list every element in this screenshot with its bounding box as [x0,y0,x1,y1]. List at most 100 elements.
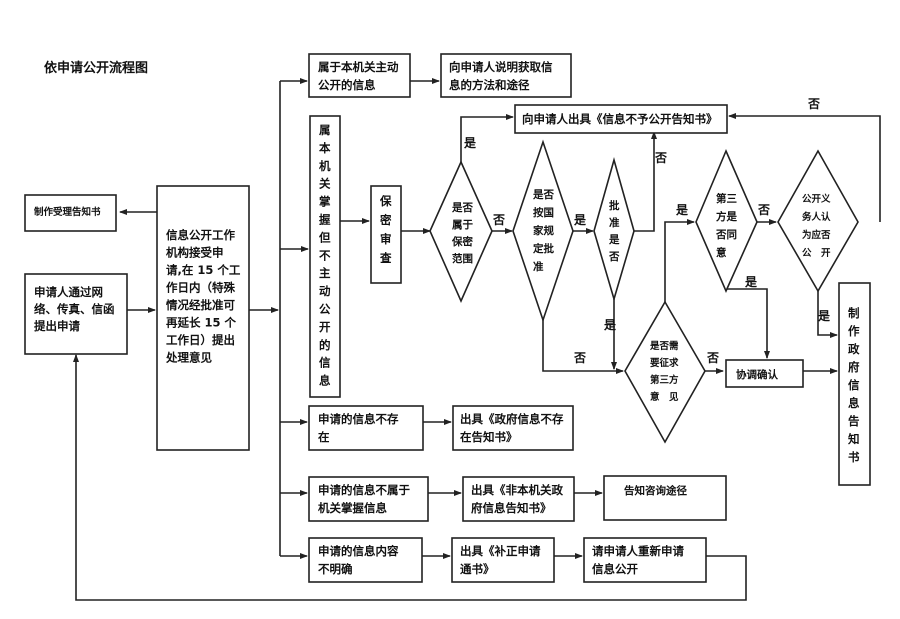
text-line: 不 [319,248,331,262]
text-line: 密 [379,213,392,227]
text-line: 按国 [533,206,554,219]
node-gov-info-notice: 制作政府信息告知书 [838,282,871,486]
edge-approved-no [634,131,657,232]
text-line: 机 [319,159,331,173]
text-line: 握 [319,213,331,227]
text-line: 属于本机关主动 [318,60,399,74]
text-line: 出具《非本机关政 [471,483,563,497]
text-line: 告 [848,414,860,428]
text-line: 家规 [533,224,554,237]
text-line: 务人认 [802,211,831,223]
text-line: 公开的信息 [318,78,376,92]
text-line: 处理意见 [165,351,212,365]
text-line: 保 [379,194,392,208]
node-inform-channel-label: 告知咨询途径 [624,484,687,497]
edge-need-third-yes [664,219,695,302]
text-line: 请申请人重新申请 [592,544,684,558]
decision-need-third-party-label: 是否需要征求第三方意 见 [649,340,679,403]
label-needs-approval-yes: 是 [573,213,587,227]
node-coordinate-label: 协调确认 [736,368,778,381]
edge-public-interest-no [728,113,881,222]
text-line: 公 开 [802,248,831,259]
text-line: 第三方 [650,374,679,386]
decision-needs-approval: 是否按国家规定批准 [512,139,574,323]
diagram-title: 依申请公开流程图 [44,60,148,76]
edge-labels: 是 否 是 否 否 是 是 否 否 是 否 是 [463,97,831,365]
text-line: 制 [848,306,860,320]
label-secret-yes: 是 [463,136,477,150]
node-held-not-public-label: 属本机关掌握但不主动公开的信息 [318,123,331,388]
text-line: 信 [319,356,331,370]
text-line: 息 [848,396,860,410]
text-line: 是否 [451,202,473,214]
text-line: 第三 [716,192,737,205]
node-explain-method-label: 向申请人说明获取信息的方法和途径 [449,60,553,92]
node-non-disclosure-notice-label: 向申请人出具《信息不予公开告知书》 [522,112,718,126]
decision-need-third-party: 是否需要征求第三方意 见 [624,300,706,444]
node-not-held: 申请的信息不属于机关掌握信息 [308,476,429,522]
decision-is-secret-label: 是否属于保密范围 [451,202,473,265]
text-line: 出具《补正申请 [460,544,541,558]
node-reapply: 请申请人重新申请信息公开 [583,537,707,583]
node-apply: 申请人通过网络、传真、信函提出申请 [24,273,128,355]
text-line: 机关掌握信息 [318,501,387,515]
text-line: 知 [847,432,860,446]
text-line: 范围 [452,252,473,265]
node-not-held-notice: 出具《非本机关政府信息告知书》 [462,476,575,522]
text-line: 作 [848,324,860,338]
text-line: 公开义 [802,193,831,205]
node-held-not-public: 属本机关掌握但不主动公开的信息 [309,115,341,398]
node-explain-method: 向申请人说明获取信息的方法和途径 [440,53,572,98]
text-line: 向申请人说明获取信 [449,60,553,74]
text-line: 定批 [532,242,554,255]
text-line: 批 [609,199,620,212]
node-accept-notice: 制作受理告知书 [24,194,117,232]
text-line: 情况经批准可 [165,298,235,312]
node-inform-channel: 告知咨询途径 [603,475,727,521]
decision-approved: 批准是否 [593,157,635,302]
text-line: 书 [848,450,860,464]
node-unclear: 申请的信息内容不明确 [308,537,423,583]
text-line: 再延长 15 个 [166,316,237,330]
node-proactive-label: 属于本机关主动公开的信息 [318,60,399,92]
decision-public-interest: 公开义务人认为应否公 开 [777,149,859,293]
node-reapply-label: 请申请人重新申请信息公开 [592,544,684,576]
node-apply-label: 申请人通过网络、传真、信函提出申请 [34,285,115,333]
text-line: 络、传真、信函 [34,302,115,316]
text-line: 保密 [451,235,473,248]
label-public-interest-no: 否 [807,97,820,111]
text-line: 信息公开 [592,562,638,576]
label-approved-yes: 是 [603,318,617,332]
text-line: 关 [319,177,331,191]
text-line: 属 [319,123,331,137]
label-public-interest-yes: 是 [817,309,831,323]
text-line: 政 [848,342,860,356]
node-not-exist-notice-label: 出具《政府信息不存在告知书》 [460,412,564,444]
node-not-held-notice-label: 出具《非本机关政府信息告知书》 [471,483,563,515]
text-line: 查 [379,251,392,265]
text-line: 公 [319,302,331,316]
text-line: 动 [319,284,331,298]
text-line: 准 [533,260,544,273]
node-not-exist-label: 申请的信息不存在 [318,412,399,444]
label-need-third-no: 否 [706,351,719,365]
node-coordinate: 协调确认 [725,359,804,388]
text-line: 的 [319,338,331,352]
text-line: 府 [848,360,860,374]
node-not-held-label: 申请的信息不属于机关掌握信息 [318,483,410,515]
text-line: 是 [608,234,620,246]
text-line: 主 [319,266,331,280]
decision-third-party-agree: 第三方是否同意 [695,148,758,293]
text-line: 申请的信息内容 [318,544,399,558]
edge-public-interest-yes [817,289,838,338]
node-not-exist: 申请的信息不存在 [308,405,424,451]
text-line: 息 [319,374,331,388]
node-secrecy-review-label: 保密审查 [379,194,392,265]
node-not-exist-notice: 出具《政府信息不存在告知书》 [452,405,574,451]
text-line: 方是 [716,210,737,223]
node-office: 信息公开工作机构接受申请,在 15 个工作日内（特殊情况经批准可再延长 15 个… [156,185,250,451]
node-gov-info-notice-label: 制作政府信息告知书 [847,306,860,464]
text-line: 出具《政府信息不存 [460,412,564,426]
text-line: 属于 [451,219,473,231]
node-supplement-notice-label: 出具《补正申请通书》 [460,544,541,576]
